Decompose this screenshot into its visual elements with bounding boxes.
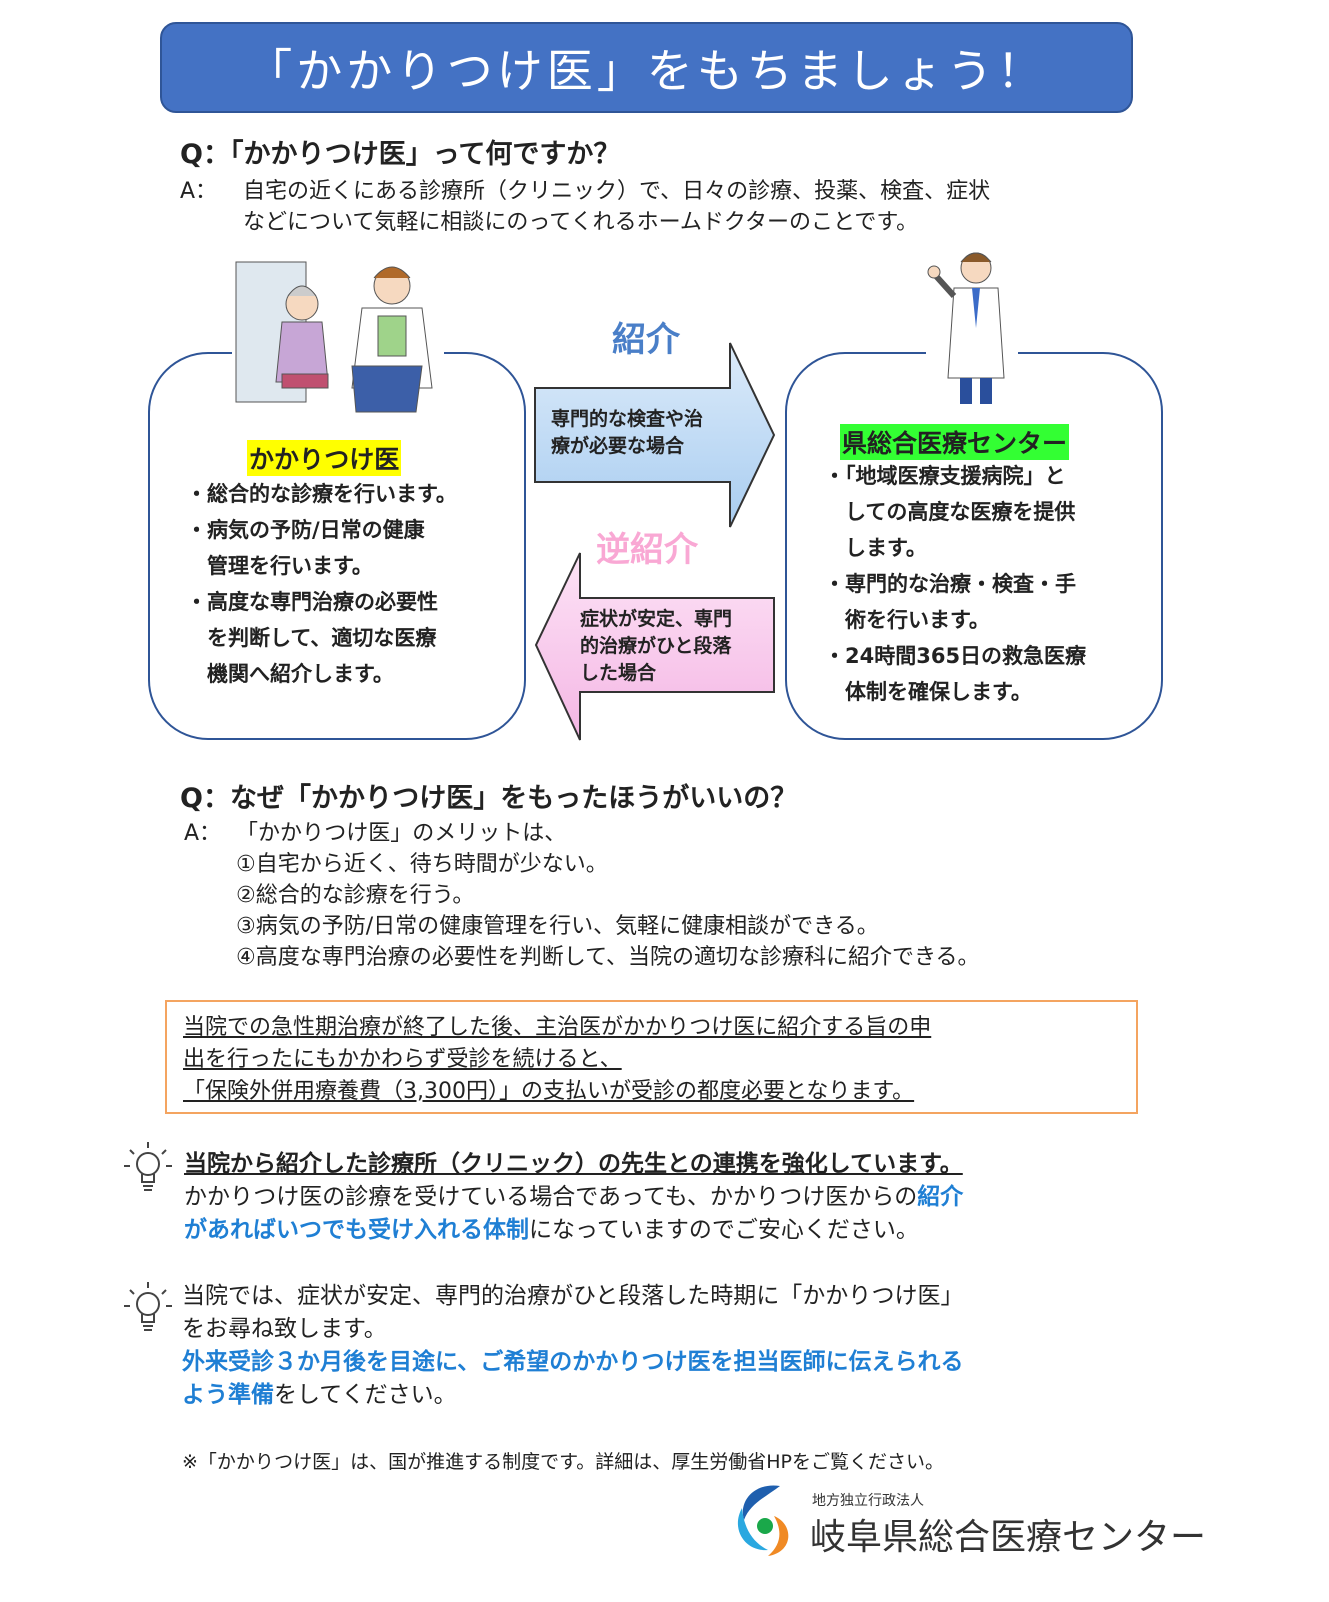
notice-box: 当院での急性期治療が終了した後、主治医がかかりつけ医に紹介する旨の申 出を行った… <box>165 1000 1138 1114</box>
doctor-illustration <box>926 246 1018 412</box>
hospital-logo-icon <box>737 1485 789 1556</box>
bullet: 機関へ紹介します。 <box>186 662 394 686</box>
clinic-label: かかりつけ医 <box>247 440 402 476</box>
tip1-highlight: があればいつでも受け入れる体制 <box>184 1217 529 1243</box>
q2-answer-label: A： <box>184 821 222 846</box>
page-title: 「かかりつけ医」をもちましょう！ <box>160 22 1133 113</box>
answer-line: ①自宅から近く、待ち時間が少ない。 <box>236 852 608 877</box>
q1-answer: 自宅の近くにある診療所（クリニック）で、日々の診療、投薬、検査、症状 などについ… <box>243 176 990 238</box>
tip1: 当院から紹介した診療所（クリニック）の先生との連携を強化しています。 かかりつけ… <box>184 1148 963 1247</box>
bullet: ・専門的な治療・検査・手 <box>824 572 1076 596</box>
bullet: ・病気の予防/日常の健康 <box>186 518 425 542</box>
lightbulb-icon <box>124 1142 172 1191</box>
bullet: ・「地域医療支援病院」と <box>824 464 1066 488</box>
tip2-highlight: よう準備 <box>182 1382 274 1408</box>
referral-text: 専門的な検査や治 療が必要な場合 <box>551 406 703 460</box>
q1-answer-label: A： <box>180 179 218 204</box>
tip2-text: をしてください。 <box>274 1382 457 1408</box>
q2-answer: 「かかりつけ医」のメリットは、 ①自宅から近く、待ち時間が少ない。 ②総合的な診… <box>236 818 980 973</box>
tip1-text: になっていますのでご安心ください。 <box>529 1217 919 1243</box>
doctor-patient-illustration <box>232 256 444 424</box>
answer-line: ④高度な専門治療の必要性を判断して、当院の適切な診療科に紹介できる。 <box>236 945 980 970</box>
bullet: ・総合的な診療を行います。 <box>186 482 457 506</box>
reverse-line: 的治療がひと段落 <box>580 635 732 657</box>
answer-line: 「かかりつけ医」のメリットは、 <box>236 821 567 846</box>
hospital-bullets: ・「地域医療支援病院」と しての高度な医療を提供 します。 ・専門的な治療・検査… <box>824 458 1086 710</box>
answer-line: ②総合的な診療を行う。 <box>236 883 475 908</box>
logo-subtitle: 地方独立行政法人 <box>812 1493 924 1509</box>
notice-line: 「保険外併用療養費（3,300円）」の支払いが受診の都度必要となります。 <box>183 1079 915 1104</box>
reverse-referral-label: 逆紹介 <box>596 530 698 570</box>
tip2-text: をお尋ね致します。 <box>182 1316 387 1342</box>
bullet: 体制を確保します。 <box>824 680 1032 704</box>
clinic-bullets: ・総合的な診療を行います。 ・病気の予防/日常の健康 管理を行います。 ・高度な… <box>186 476 457 692</box>
reverse-referral-text: 症状が安定、専門 的治療がひと段落 した場合 <box>580 606 732 687</box>
notice-line: 出を行ったにもかかわらず受診を続けると、 <box>183 1047 622 1072</box>
reverse-line: 症状が安定、専門 <box>580 608 733 630</box>
bullet: しての高度な医療を提供 <box>824 500 1076 524</box>
bullet: 術を行います。 <box>824 608 990 632</box>
tip1-heading: 当院から紹介した診療所（クリニック）の先生との連携を強化しています。 <box>184 1151 963 1177</box>
bullet: ・24時間365日の救急医療 <box>824 644 1087 668</box>
bullet: します。 <box>824 536 927 560</box>
q1-question: Q：「かかりつけ医」って何ですか？ <box>180 139 621 170</box>
referral-label: 紹介 <box>612 320 680 360</box>
referral-line: 専門的な検査や治 <box>551 408 704 430</box>
tip1-highlight: 紹介 <box>917 1184 964 1210</box>
tip2: 当院では、症状が安定、専門的治療がひと段落した時期に「かかりつけ医」 をお尋ね致… <box>182 1280 964 1412</box>
bullet: を判断して、適切な医療 <box>186 626 437 650</box>
hospital-label: 県総合医療センター <box>840 424 1070 460</box>
tip2-highlight: 外来受診３か月後を目途に、ご希望のかかりつけ医を担当医師に伝えられる <box>182 1349 964 1375</box>
bullet: 管理を行います。 <box>186 554 373 578</box>
logo-name: 岐阜県総合医療センター <box>810 1517 1207 1558</box>
notice-line: 当院での急性期治療が終了した後、主治医がかかりつけ医に紹介する旨の申 <box>183 1015 932 1040</box>
tip2-text: 当院では、症状が安定、専門的治療がひと段落した時期に「かかりつけ医」 <box>182 1283 964 1309</box>
reverse-referral-arrow <box>534 552 775 741</box>
reverse-line: した場合 <box>580 662 657 684</box>
answer-line: 自宅の近くにある診療所（クリニック）で、日々の診療、投薬、検査、症状 <box>243 179 991 204</box>
hospital-box <box>785 352 1163 740</box>
footnote: ※「かかりつけ医」は、国が推進する制度です。詳細は、厚生労働省HPをご覧ください… <box>182 1451 944 1473</box>
answer-line: などについて気軽に相談にのってくれるホームドクターのことです。 <box>243 210 919 235</box>
answer-line: ③病気の予防/日常の健康管理を行い、気軽に健康相談ができる。 <box>236 914 879 939</box>
referral-line: 療が必要な場合 <box>551 435 685 457</box>
q2-question: Q：なぜ「かかりつけ医」をもったほうがいいの？ <box>180 783 798 814</box>
tip1-text: かかりつけ医の診療を受けている場合であっても、かかりつけ医からの <box>184 1184 918 1210</box>
bullet: ・高度な専門治療の必要性 <box>186 590 438 614</box>
lightbulb-icon <box>124 1282 172 1331</box>
referral-arrow <box>534 342 776 528</box>
